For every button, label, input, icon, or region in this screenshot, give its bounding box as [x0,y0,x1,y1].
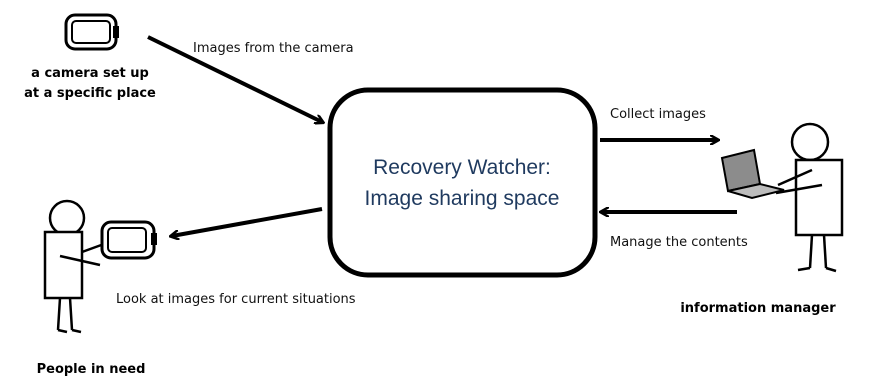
label-collect-images: Collect images [610,107,706,122]
arrow-center-to-people [172,207,323,236]
label-look-at-images: Look at images for current situations [116,292,356,307]
camera-label-line2: at a specific place [24,86,156,101]
information-manager-label: information manager [680,301,836,316]
laptop-icon [720,148,785,200]
center-box: Recovery Watcher: Image sharing space [327,87,598,278]
camera-label-line1: a camera set up [31,66,149,81]
center-title-line2: Image sharing space [365,187,560,210]
person-icon [775,122,844,273]
camera-icon [100,220,157,260]
label-manage-contents: Manage the contents [610,235,748,250]
center-title-line1: Recovery Watcher: [373,156,551,179]
arrow-camera-to-center [147,35,322,122]
people-in-need-label: People in need [37,362,146,377]
camera-icon [64,13,119,51]
label-images-from-camera: Images from the camera [193,41,354,56]
person-icon [43,199,105,334]
